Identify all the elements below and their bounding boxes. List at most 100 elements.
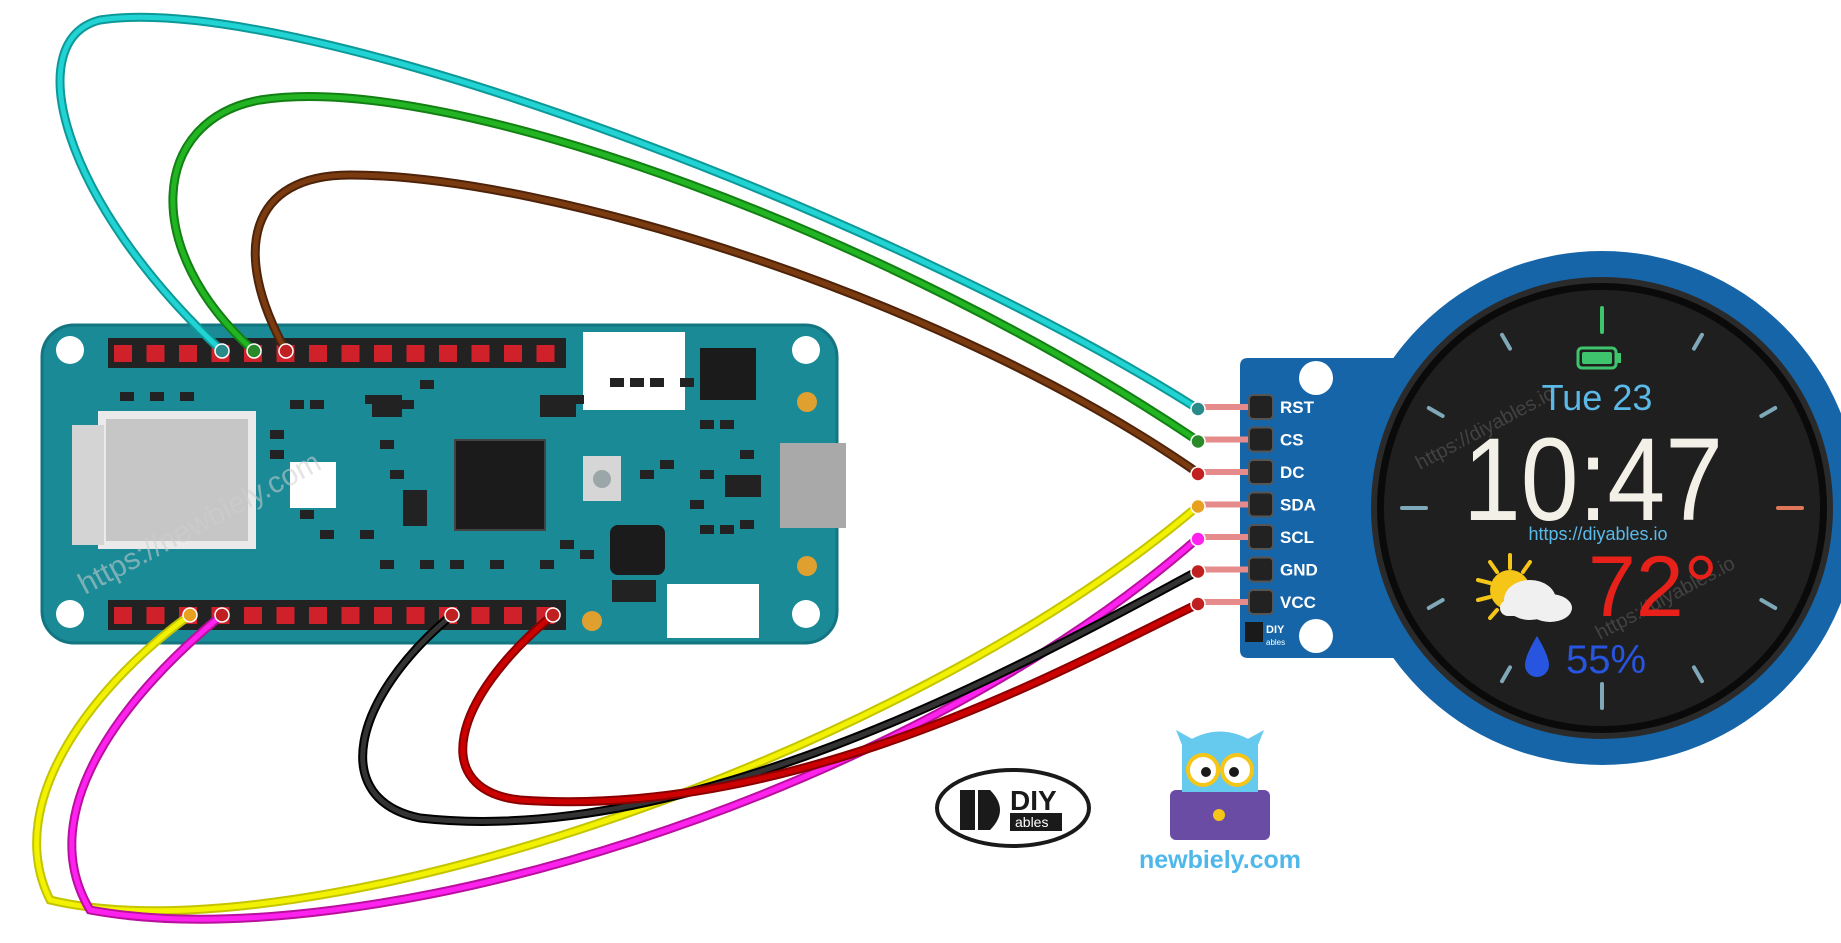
header-pin [439, 345, 457, 362]
svg-text:DIY: DIY [1266, 624, 1285, 636]
display-pin-scl-lead [1199, 534, 1249, 540]
owl-mascot-icon [1170, 730, 1270, 840]
smd-part [580, 550, 594, 559]
screen-time: 10:47 [1463, 414, 1723, 546]
smd-part [372, 395, 402, 417]
diyables-logo: DIY ables [935, 768, 1091, 848]
smd-part [320, 530, 334, 539]
dial-tick [1426, 598, 1445, 610]
smd-part [720, 525, 734, 534]
smd-part [490, 560, 504, 569]
smd-part [420, 560, 434, 569]
display-pin-vcc [1248, 589, 1274, 615]
wire-endpoint [1190, 596, 1206, 612]
wire-endpoint [1190, 563, 1206, 580]
top-header [108, 338, 566, 368]
display-pin-label: DC [1280, 463, 1305, 482]
display-pin-sda-lead [1199, 501, 1249, 508]
smd-part [360, 530, 374, 539]
wire-endpoint [246, 343, 262, 359]
wire-endpoint [278, 343, 294, 359]
display-pin-vcc-lead [1199, 599, 1249, 605]
dial-tick [1426, 406, 1445, 418]
smd-part [740, 520, 754, 529]
wire-endpoint [545, 607, 561, 623]
display-pin-rst [1248, 394, 1274, 420]
smd-part [690, 500, 704, 509]
smd-part [612, 580, 656, 602]
dial-tick [1692, 332, 1704, 351]
display-pin-gnd-lead [1199, 566, 1249, 573]
svg-text:DIY: DIY [1010, 785, 1057, 816]
smd-part [560, 540, 574, 549]
header-pin [146, 345, 165, 362]
smd-part [680, 378, 694, 387]
smd-part [390, 470, 404, 479]
svg-text:ables: ables [1015, 814, 1048, 830]
display-pin-scl [1248, 524, 1274, 550]
wires [32, 12, 1203, 924]
smd-part [720, 420, 734, 429]
wire-endpoint [1190, 498, 1206, 515]
wire-endpoint [214, 343, 230, 359]
screen-humidity: 55% [1566, 638, 1646, 682]
display-pin-label: SDA [1280, 496, 1316, 515]
smd-part [270, 450, 284, 459]
smd-part [450, 560, 464, 569]
smd-part [120, 392, 134, 401]
smd-part [700, 470, 714, 479]
display-pin-dc [1248, 459, 1274, 485]
smd-part [630, 378, 644, 387]
smd-part [740, 450, 754, 459]
smd-part [610, 378, 624, 387]
smd-part [650, 378, 664, 387]
header-pin [341, 607, 360, 624]
smd-part [180, 392, 194, 401]
smd-part [660, 460, 674, 469]
header-pin [146, 607, 165, 624]
main-chip [454, 439, 546, 531]
smd-part [300, 510, 314, 519]
header-pin [309, 607, 327, 624]
display-pin-gnd [1248, 556, 1274, 583]
smd-part [380, 440, 394, 449]
header-pin [504, 345, 522, 362]
dial-tick [1500, 665, 1512, 684]
wire-endpoint [1190, 401, 1206, 417]
screen-url: https://diyables.io [1528, 524, 1667, 544]
header-pin [504, 607, 522, 624]
smd-part [290, 400, 304, 409]
smd-part [725, 475, 761, 497]
wire-endpoint [214, 607, 230, 623]
header-pin [471, 345, 490, 362]
header-pin [276, 607, 295, 624]
smd-part [380, 560, 394, 569]
sun-cloud-icon [1476, 553, 1572, 622]
dial-tick [1500, 332, 1512, 351]
wire-endpoint [1190, 433, 1206, 450]
display-pin-label: SCL [1280, 528, 1314, 547]
display-pin-label: CS [1280, 431, 1304, 450]
smd-part [540, 560, 554, 569]
svg-text:ables: ables [1266, 638, 1285, 647]
display-pin-label: GND [1280, 561, 1318, 580]
display-pin-dc-lead [1199, 469, 1249, 475]
header-pin [179, 345, 197, 362]
dial-tick [1759, 406, 1778, 418]
wifi-module [98, 411, 256, 549]
smd-part [310, 400, 324, 409]
wire-endpoint [1190, 466, 1206, 482]
screen-date: Tue 23 [1542, 377, 1653, 418]
wire-endpoint [182, 607, 198, 623]
header-pin [471, 607, 490, 624]
display-pin-sda [1248, 491, 1274, 518]
header-pin [341, 345, 360, 362]
display-pin-cs [1248, 426, 1274, 453]
header-pin [374, 345, 392, 362]
smd-part [700, 525, 714, 534]
smd-part [700, 420, 714, 429]
dial-tick [1759, 598, 1778, 610]
smd-part [540, 395, 576, 417]
